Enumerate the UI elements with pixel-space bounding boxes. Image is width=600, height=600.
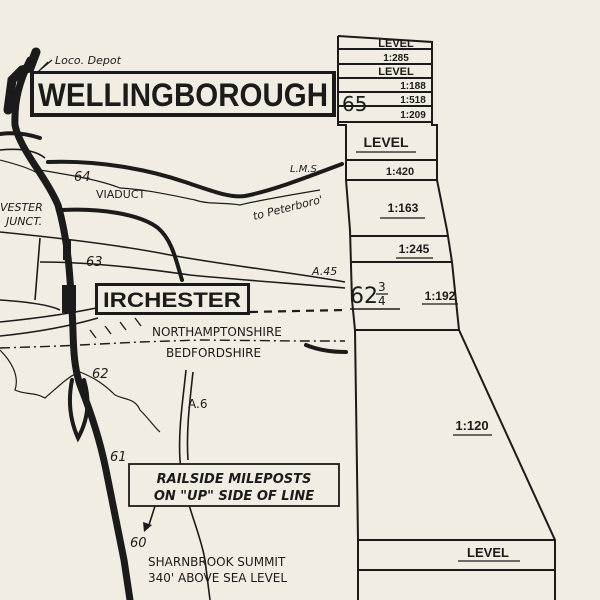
local-road <box>34 237 41 301</box>
gradient-value: 1:120 <box>455 418 488 433</box>
gradient-labels: LEVEL 1:285 LEVEL 1:188 1:518 1:209 LEVE… <box>363 38 509 560</box>
west-branch <box>0 131 42 140</box>
county-north-label: NORTHAMPTONSHIRE <box>152 325 282 339</box>
gradient-value: LEVEL <box>467 545 509 560</box>
gradient-value: 1:163 <box>388 201 419 215</box>
branch-higham <box>60 207 184 282</box>
branch-stub <box>304 343 348 354</box>
junction-label-bottom: JUNCT. <box>4 215 42 228</box>
local-road <box>0 317 99 337</box>
county-boundary <box>0 339 345 349</box>
gradient-value: 1:518 <box>400 95 426 106</box>
milepost-60: 60 <box>130 536 147 551</box>
gradient-value: 1:420 <box>386 166 414 178</box>
road-a45 <box>0 231 346 283</box>
profile-right-edge <box>337 35 556 600</box>
river <box>39 169 321 206</box>
irchester-station-mark <box>62 285 76 313</box>
milepost-62: 62 <box>92 367 109 382</box>
gradient-value: 1:285 <box>383 53 409 64</box>
road-a6-label: A.6 <box>188 397 207 411</box>
mileposts: 65 64 63 62 3 4 62 61 60 <box>74 92 400 551</box>
station-name-irchester: IRCHESTER <box>103 289 241 312</box>
main-line-loop <box>68 378 90 443</box>
gradient-value: 1:245 <box>399 242 430 256</box>
gradient-value: 1:188 <box>400 81 426 92</box>
to-peterboro-label: to Peterboro' <box>252 193 325 223</box>
viaduct-label: VIADUCT <box>96 188 145 201</box>
station-irchester: IRCHESTER <box>95 283 250 315</box>
milepost-note: RAILSIDE MILEPOSTS ON "UP" SIDE OF LINE <box>128 463 340 507</box>
station-name-wellingborough: WELLINGBOROUGH <box>38 77 328 113</box>
note-line-1: RAILSIDE MILEPOSTS <box>157 472 312 487</box>
loco-depot <box>3 47 41 115</box>
station-wellingborough: WELLINGBOROUGH <box>30 71 336 117</box>
profile-left-edge <box>337 36 359 600</box>
milepost-64: 64 <box>74 170 91 185</box>
note-arrow-head <box>143 522 152 532</box>
milepost-61: 61 <box>110 450 127 465</box>
gradient-profile <box>337 35 556 600</box>
branch-peterborough <box>46 159 344 199</box>
summit-label-2: 340' ABOVE SEA LEVEL <box>148 571 287 585</box>
local-road <box>0 299 61 311</box>
road-a45-label: A.45 <box>311 265 337 278</box>
gradient-value: 1:209 <box>400 110 426 121</box>
roads <box>0 148 346 600</box>
road-a45-lower <box>39 261 346 289</box>
gradient-value: 1:192 <box>425 289 456 303</box>
main-line <box>11 56 134 600</box>
gradient-value: LEVEL <box>378 38 414 50</box>
lms-label: L.M.S. <box>290 164 320 175</box>
summit-label-1: SHARNBROOK SUMMIT <box>148 555 286 569</box>
loco-depot-label: Loco. Depot <box>55 54 122 67</box>
milepost-62-whole: 62 <box>350 284 378 309</box>
gradient-value: LEVEL <box>363 134 409 150</box>
junction-label-top: VESTER <box>0 201 43 214</box>
note-line-2: ON "UP" SIDE OF LINE <box>154 489 314 504</box>
irchester-leader-line <box>249 308 346 314</box>
milepost-62-num: 3 <box>378 280 386 294</box>
milepost-62-den: 4 <box>378 294 386 308</box>
road-a6-side <box>186 371 194 461</box>
milepost-65: 65 <box>342 92 367 116</box>
county-south-label: BEDFORDSHIRE <box>166 346 261 360</box>
depot-arrow <box>37 59 53 73</box>
gradient-value: LEVEL <box>378 66 414 78</box>
milepost-63: 63 <box>86 255 103 270</box>
road-a6 <box>178 369 211 600</box>
